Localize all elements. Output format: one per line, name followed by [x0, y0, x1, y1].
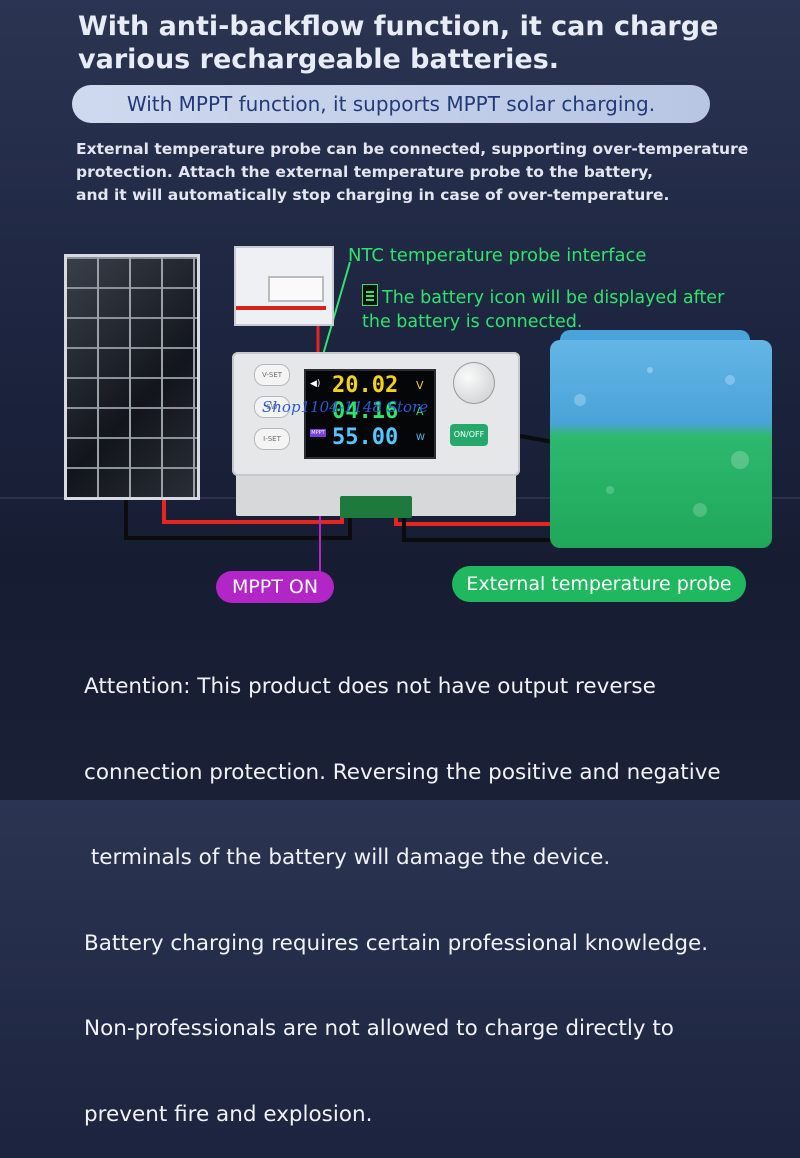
terminal-block	[340, 496, 412, 518]
probe-description-line-3: and it will automatically stop charging …	[76, 186, 670, 204]
battery-note-line-2: the battery is connected.	[362, 312, 583, 332]
attention-line: terminals of the battery will damage the…	[84, 845, 611, 870]
on-off-button[interactable]: ON/OFF	[450, 424, 488, 446]
mppt-indicator: MPPT	[310, 429, 326, 437]
mppt-charge-controller: V-SET SW I-SET ◀) 20.02 V 04.16 A MPPT 5…	[232, 352, 520, 476]
headline-line-2: various rechargeable batteries.	[78, 44, 560, 75]
attention-line: Attention: This product does not have ou…	[84, 674, 656, 699]
panel-negative-wire	[124, 500, 352, 540]
battery-bubbles	[574, 367, 749, 517]
sw-button[interactable]: SW	[254, 396, 290, 418]
voltage-readout: 20.02	[332, 373, 399, 398]
battery-note-line-1: The battery icon will be displayed after	[382, 288, 725, 308]
power-readout: 55.00	[332, 425, 399, 450]
attention-line: Battery charging requires certain profes…	[84, 930, 709, 956]
speaker-icon: ◀)	[310, 379, 321, 389]
v-set-button[interactable]: V-SET	[254, 364, 290, 386]
probe-description: External temperature probe can be connec…	[76, 138, 776, 207]
store-watermark: Shop1104-1148 Store	[262, 398, 429, 416]
attention-notice: Attention: This product does not have ou…	[84, 616, 784, 1158]
solar-panel	[64, 254, 200, 500]
current-readout: 04.16	[332, 399, 399, 424]
power-unit: W	[416, 433, 425, 443]
attention-line: Non-professionals are not allowed to cha…	[84, 1016, 674, 1041]
probe-description-line-1: External temperature probe can be connec…	[76, 140, 749, 158]
battery-icon-note: The battery icon will be displayed after…	[362, 284, 724, 334]
ntc-probe-label: NTC temperature probe interface	[348, 245, 647, 266]
i-set-button[interactable]: I-SET	[254, 428, 290, 450]
probe-connector-icon	[268, 276, 324, 302]
battery-icon	[362, 284, 378, 306]
attention-line: connection protection. Reversing the pos…	[84, 759, 721, 785]
external-probe-callout: External temperature probe	[452, 566, 746, 602]
mppt-on-callout: MPPT ON	[216, 571, 334, 603]
probe-description-line-2: protection. Attach the external temperat…	[76, 163, 654, 181]
voltage-unit: V	[416, 379, 424, 392]
lcd-display: ◀) 20.02 V 04.16 A MPPT 55.00 W	[304, 369, 436, 459]
current-unit: A	[416, 405, 424, 418]
headline: With anti-backflow function, it can char…	[78, 10, 778, 76]
probe-wire-icon	[236, 306, 326, 310]
rechargeable-battery	[550, 340, 772, 548]
headline-line-1: With anti-backflow function, it can char…	[78, 11, 719, 42]
attention-line: prevent fire and explosion.	[84, 1101, 373, 1127]
probe-connector-photo	[234, 246, 334, 326]
solar-cells	[67, 257, 197, 497]
adjust-knob[interactable]	[453, 362, 495, 404]
mppt-banner: With MPPT function, it supports MPPT sol…	[72, 85, 710, 123]
